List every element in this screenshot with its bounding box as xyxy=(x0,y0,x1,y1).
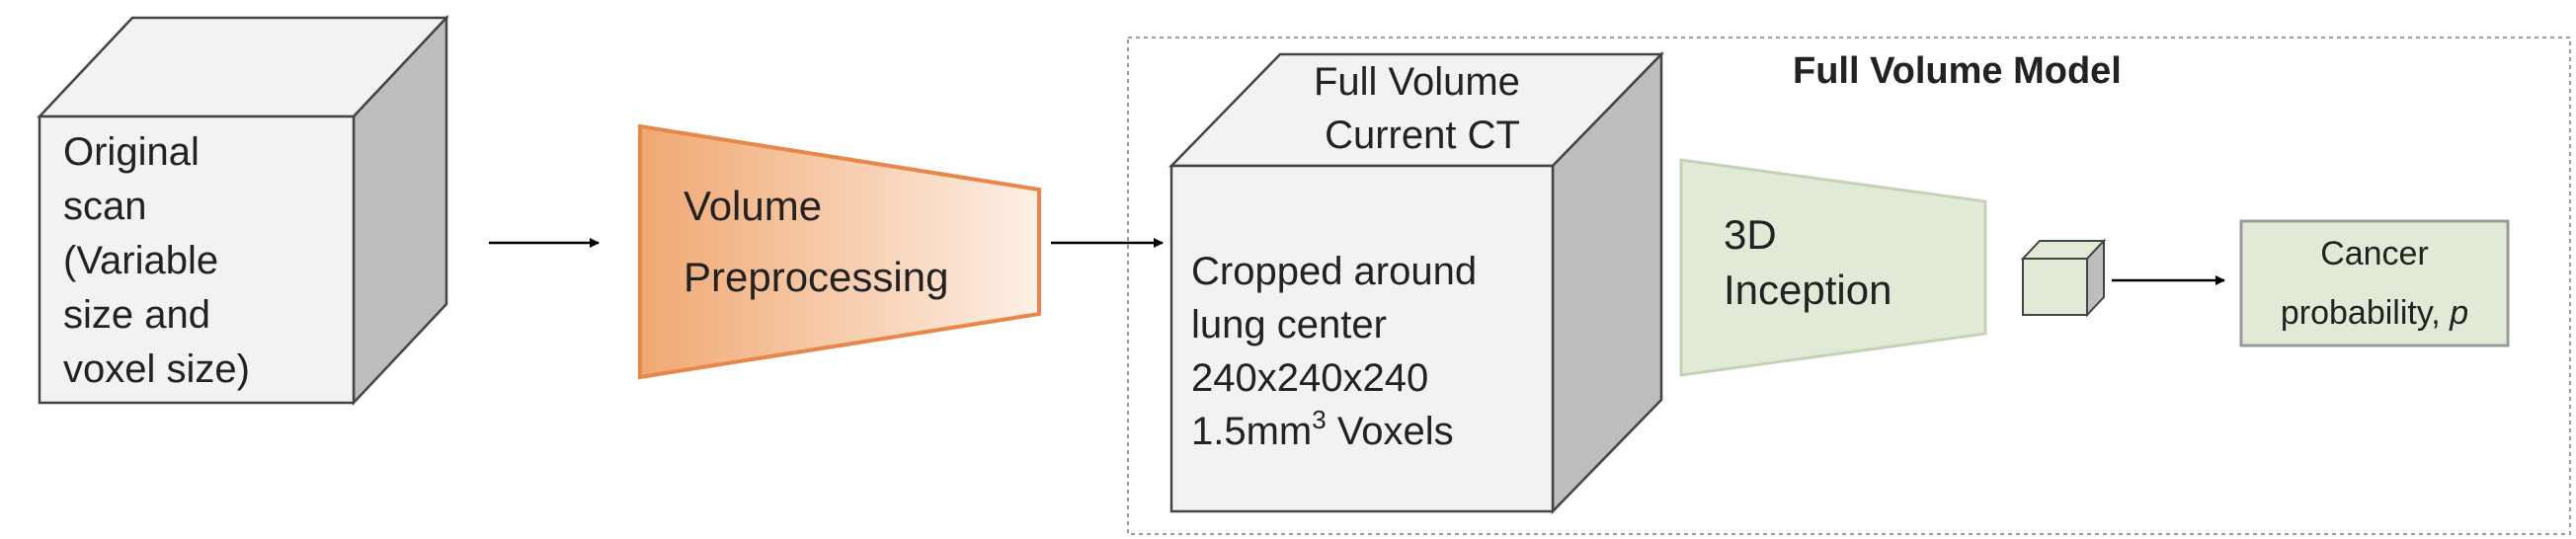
original-scan-line-2: scan xyxy=(63,185,147,228)
original-scan-line-5: voxel size) xyxy=(63,347,250,391)
original-scan-label: Original scan (Variable size and voxel s… xyxy=(63,130,250,391)
inception-line-2: Inception xyxy=(1724,267,1892,313)
current-ct-cube-front xyxy=(1169,164,1555,513)
output-line-2-text: probability, xyxy=(2281,294,2450,332)
inception-label: 3D Inception xyxy=(1724,211,1892,313)
volume-preprocessing-block: Volume Preprocessing xyxy=(638,123,1041,380)
output-line-2: probability, p xyxy=(2281,294,2468,332)
output-variable-p: p xyxy=(2449,294,2468,332)
original-scan-cube-front xyxy=(38,115,356,405)
full-volume-model-container xyxy=(1127,37,2571,535)
cancer-probability-output: Cancer probability, p xyxy=(2239,219,2510,347)
current-ct-front-label: Cropped around lung center 240x240x240 xyxy=(1191,250,1488,400)
current-ct-top-line-1: Full Volume xyxy=(1314,60,1520,104)
current-ct-top-label: Full Volume Current CT xyxy=(1314,60,1531,157)
original-scan-line-1: Original xyxy=(63,130,200,174)
current-ct-cube: Full Volume Current CT Cropped around lu… xyxy=(1168,50,1664,515)
volume-preprocessing-line-2: Preprocessing xyxy=(684,254,948,300)
current-ct-front-line-1: Cropped around xyxy=(1191,250,1477,293)
original-scan-cube: Original scan (Variable size and voxel s… xyxy=(37,14,449,407)
current-ct-voxel-base: 1.5mm xyxy=(1191,410,1312,453)
current-ct-top-line-2: Current CT xyxy=(1325,114,1520,157)
volume-preprocessing-label: Volume Preprocessing xyxy=(684,183,948,300)
output-line-1: Cancer xyxy=(2320,235,2429,272)
inception-block: 3D Inception xyxy=(1679,158,1987,377)
volume-preprocessing-trapezoid xyxy=(638,123,1041,380)
output-box xyxy=(2239,219,2510,347)
current-ct-front-line-2: lung center xyxy=(1191,303,1387,346)
current-ct-voxel-label: 1.5mm3 Voxels xyxy=(1191,405,1454,453)
original-scan-line-4: size and xyxy=(63,293,210,337)
volume-preprocessing-line-1: Volume xyxy=(684,183,822,229)
current-ct-voxel-suffix: Voxels xyxy=(1327,410,1454,453)
original-scan-line-3: (Variable xyxy=(63,239,218,282)
current-ct-front-line-3: 240x240x240 xyxy=(1191,356,1428,400)
full-volume-model-title: Full Volume Model xyxy=(1793,50,2122,92)
feature-cube xyxy=(2020,238,2107,318)
inception-trapezoid xyxy=(1679,158,1987,377)
current-ct-voxel-exponent: 3 xyxy=(1312,405,1326,434)
inception-line-1: 3D xyxy=(1724,211,1777,258)
feature-cube-front xyxy=(2022,258,2088,316)
